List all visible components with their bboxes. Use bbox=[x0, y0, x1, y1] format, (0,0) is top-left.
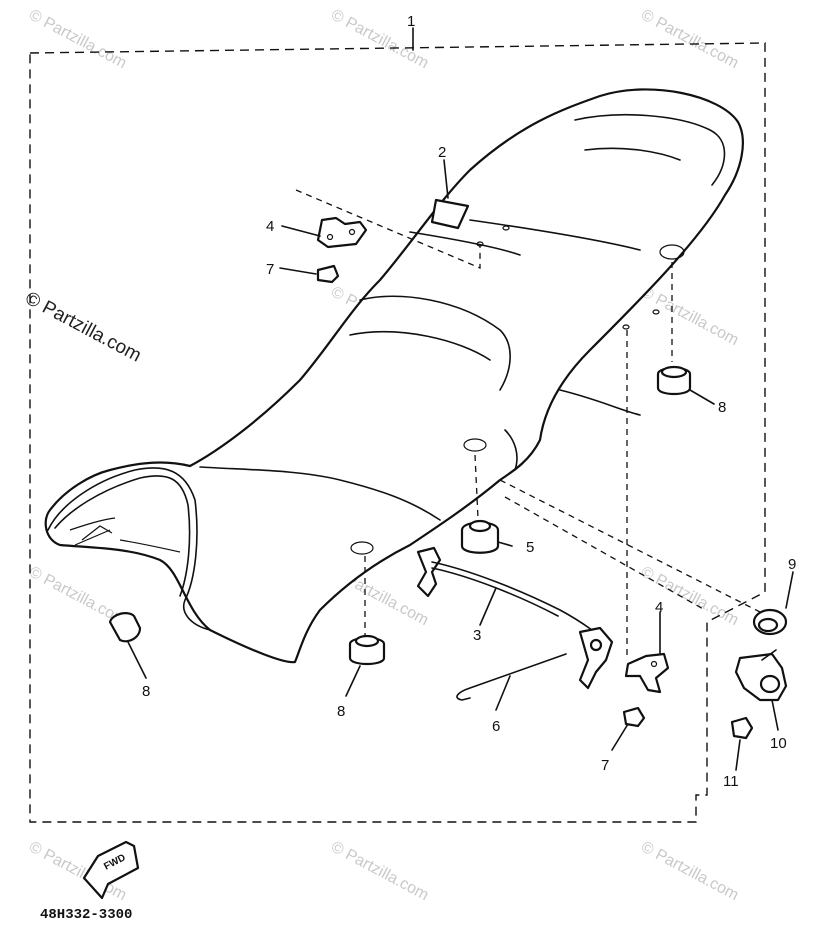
watermark-tile: © Partzilla.com bbox=[26, 7, 129, 73]
callout-damper: 5 bbox=[526, 539, 534, 556]
assembly-boundary bbox=[29, 42, 766, 823]
callout-grommet: 9 bbox=[788, 556, 796, 573]
lock-rod-part bbox=[416, 546, 614, 690]
callout-lock-cylinder: 10 bbox=[770, 735, 787, 752]
cushion-front-center-part bbox=[348, 634, 386, 666]
guide-bracket-left bbox=[295, 189, 481, 269]
watermark-main: © Partzilla.com bbox=[22, 288, 145, 367]
guide-lock bbox=[499, 479, 761, 613]
diagram-code: 48H332-3300 bbox=[40, 907, 132, 923]
cushion-rear-part bbox=[656, 365, 692, 396]
wire-part bbox=[456, 653, 567, 701]
callout-bracket-left: 4 bbox=[266, 218, 274, 235]
callout-assembly: 1 bbox=[407, 13, 415, 30]
forward-arrow-icon: FWD bbox=[82, 840, 140, 900]
callout-seat-tape: 2 bbox=[438, 144, 446, 161]
guide-lock-lower bbox=[504, 496, 706, 611]
callout-nut-right: 7 bbox=[601, 757, 609, 774]
bracket-right-part bbox=[624, 652, 670, 694]
watermark-tile: © Partzilla.com bbox=[638, 284, 741, 350]
callout-nut-lock: 11 bbox=[723, 773, 739, 790]
nut-left-part bbox=[316, 264, 340, 284]
watermark-tile: © Partzilla.com bbox=[328, 7, 431, 73]
lock-cylinder-part bbox=[734, 649, 788, 702]
nut-lock-part bbox=[730, 716, 754, 740]
watermark-tile: © Partzilla.com bbox=[638, 7, 741, 73]
callout-wire: 6 bbox=[492, 718, 500, 735]
damper-part bbox=[460, 519, 500, 554]
callout-lock-rod: 3 bbox=[473, 627, 481, 644]
watermark-tile: © Partzilla.com bbox=[638, 564, 741, 630]
watermark-tile: © Partzilla.com bbox=[328, 839, 431, 905]
watermark-tile: © Partzilla.com bbox=[638, 839, 741, 905]
callout-cushion-front-left: 8 bbox=[142, 683, 150, 700]
leader-lines bbox=[127, 27, 794, 771]
bracket-left-part bbox=[316, 216, 368, 249]
seat-body bbox=[44, 88, 744, 664]
callout-nut-left: 7 bbox=[266, 261, 274, 278]
cushion-front-left-part bbox=[108, 612, 142, 643]
grommet-part bbox=[752, 608, 788, 636]
callout-cushion-front-center: 8 bbox=[337, 703, 345, 720]
callout-cushion-rear: 8 bbox=[718, 399, 726, 416]
callout-labels: 1 2 4 7 8 5 3 4 6 7 8 8 9 10 11 bbox=[142, 13, 796, 790]
nut-right-part bbox=[622, 706, 646, 728]
callout-bracket-right: 4 bbox=[655, 599, 663, 616]
seat-tape-part bbox=[430, 198, 470, 230]
